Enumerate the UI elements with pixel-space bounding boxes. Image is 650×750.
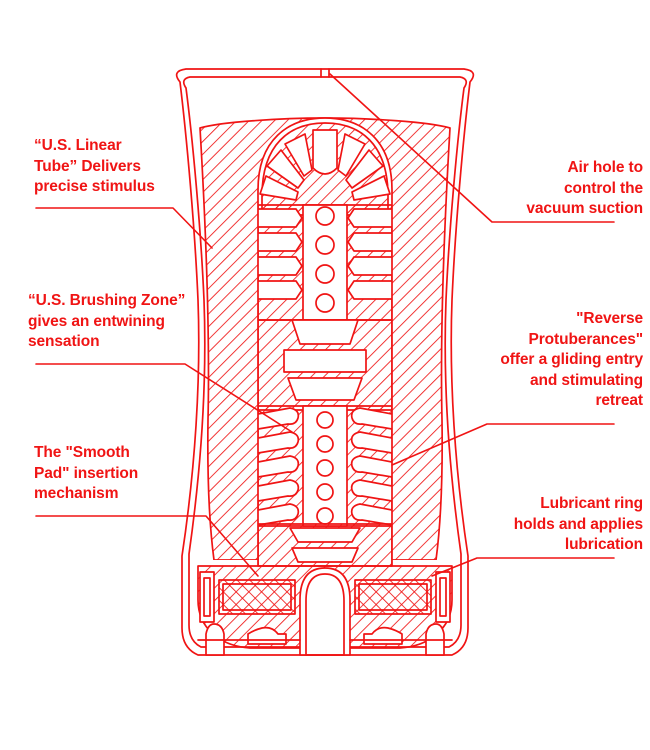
callout-linear-tube: “U.S. Linear Tube” Delivers precise stim… [34, 137, 155, 196]
reverse-protuberance-ribs [258, 405, 392, 527]
leader-lubricant-ring [431, 557, 615, 577]
ring-retainer-clips [199, 571, 451, 623]
leader-smooth-pad [35, 515, 259, 577]
leader-reverse-protuberances [391, 423, 615, 466]
brushing-zone-fingers [258, 204, 392, 321]
callout-reverse-protuberances: "Reverse Protuberances" offer a gliding … [500, 310, 643, 410]
internal-bead-column-lower [316, 411, 334, 525]
leader-linear-tube [35, 207, 213, 249]
dome-tip-chamber [259, 122, 391, 216]
base-assembly [197, 565, 453, 656]
internal-bead-column-upper [315, 206, 335, 313]
leader-air-hole [329, 73, 615, 223]
ribbed-disc-stack [258, 319, 392, 411]
outer-casing-outline [175, 68, 475, 656]
lubricant-ring-left [218, 579, 296, 615]
callout-smooth-pad: The "Smooth Pad" insertion mechanism [34, 444, 139, 503]
callout-lubricant-ring: Lubricant ring holds and applies lubrica… [513, 495, 643, 554]
air-hole [320, 68, 330, 78]
lubricant-ring-right [354, 579, 432, 615]
leader-lines [35, 73, 615, 577]
lower-taper-ribs [258, 523, 392, 566]
callout-brushing-zone: “U.S. Brushing Zone” gives an entwining … [28, 292, 186, 351]
leader-brushing-zone [35, 363, 293, 433]
callout-air-hole: Air hole to control the vacuum suction [526, 159, 643, 218]
smooth-pad-insertion-opening [299, 567, 351, 656]
